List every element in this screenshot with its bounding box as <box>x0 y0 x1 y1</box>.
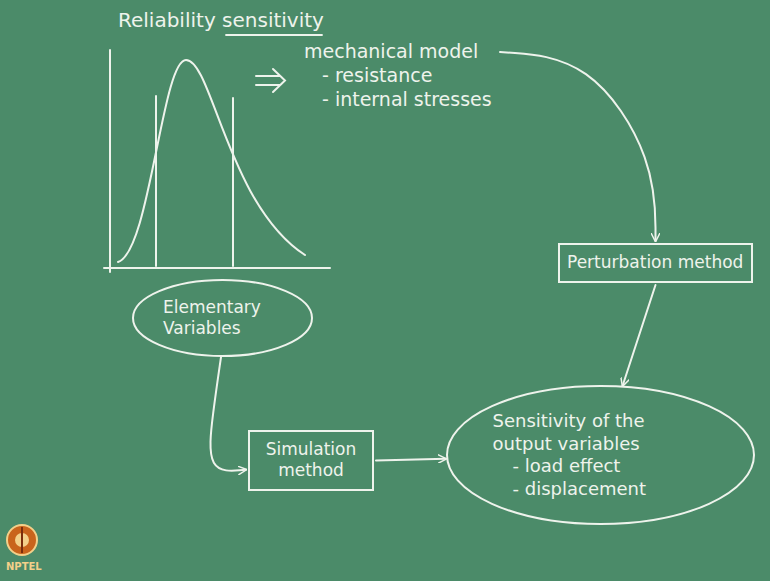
node-content: mechanical model- resistance- internal s… <box>304 40 492 111</box>
model-note: mechanical model- resistance- internal s… <box>300 36 496 116</box>
method-box: Simulation method <box>248 430 374 491</box>
ellipse-border <box>133 280 312 356</box>
node-heading: Elementary Variables <box>163 297 281 340</box>
method-box: Perturbation method <box>558 243 753 283</box>
x-axis <box>104 267 330 269</box>
concept-ellipse: Sensitivity of the output variables- loa… <box>446 385 755 525</box>
y-axis <box>109 50 111 272</box>
box-border <box>559 244 752 282</box>
node-heading: mechanical model <box>304 40 492 64</box>
node-heading: Simulation method <box>257 439 365 482</box>
node-heading: Perturbation method <box>567 252 743 273</box>
watermark: NPTEL <box>6 561 42 572</box>
nptel-logo <box>7 525 37 555</box>
node-item: - displacement <box>493 478 708 501</box>
node-content: Simulation method <box>257 439 365 482</box>
flow-arrow <box>623 285 656 386</box>
flow-arrow <box>500 52 656 241</box>
node-item: - resistance <box>304 64 492 88</box>
board-title: Reliability sensitivity <box>118 8 324 32</box>
node-item: - internal stresses <box>304 88 492 112</box>
node-heading: Sensitivity of the output variables <box>493 410 708 455</box>
node-item: - load effect <box>493 455 708 478</box>
logo-bar <box>21 527 23 553</box>
flow-arrow <box>376 459 446 461</box>
bound-line <box>232 98 234 266</box>
bell-curve <box>118 60 305 262</box>
ellipse-border <box>447 386 754 524</box>
title-underline <box>226 34 322 36</box>
box-border <box>249 431 373 490</box>
bound-line <box>155 96 157 266</box>
node-content: Elementary Variables <box>163 297 281 340</box>
logo-ring <box>7 525 37 555</box>
flow-arrow <box>210 357 246 471</box>
implies-arrow <box>256 69 285 92</box>
node-content: Sensitivity of the output variables- loa… <box>493 410 708 500</box>
node-content: Perturbation method <box>567 252 743 273</box>
concept-ellipse: Elementary Variables <box>132 279 313 357</box>
